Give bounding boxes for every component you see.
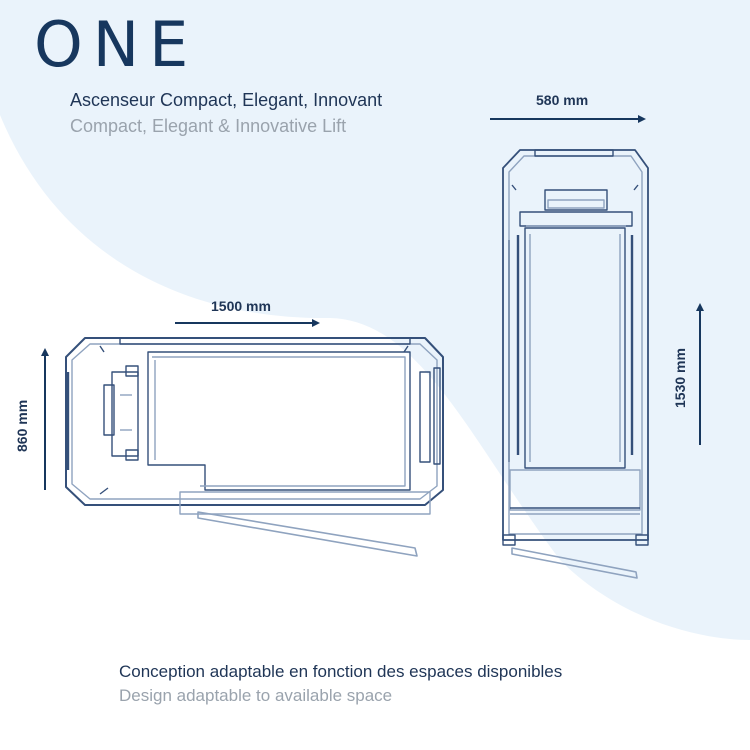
dimension-width-label: 580 mm (536, 92, 589, 108)
side-view-drawing (502, 149, 649, 579)
plan-view-drawing (65, 337, 444, 557)
dimension-length-label: 1500 mm (211, 298, 271, 314)
caption-english: Design adaptable to available space (119, 686, 393, 705)
brand-logo: ONE (34, 8, 199, 81)
dimension-height-label: 1530 mm (672, 348, 688, 408)
dimension-arrows (41, 115, 704, 490)
caption-french: Conception adaptable en fonction des esp… (119, 662, 563, 681)
dimension-depth-label: 860 mm (14, 399, 30, 452)
title-english: Compact, Elegant & Innovative Lift (70, 116, 347, 136)
title-french: Ascenseur Compact, Elegant, Innovant (70, 90, 383, 110)
